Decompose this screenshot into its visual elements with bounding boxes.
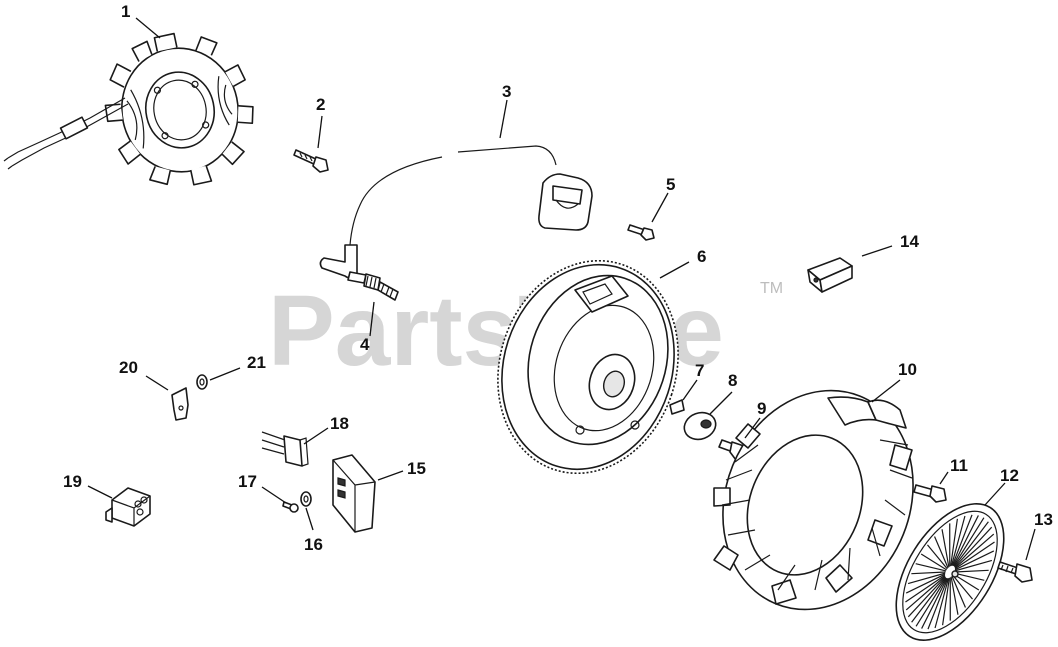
part-bolt-11[interactable]	[913, 484, 947, 503]
screen-spoke	[953, 572, 985, 581]
part-bracket[interactable]	[171, 387, 189, 421]
part-key[interactable]	[669, 399, 685, 415]
callout-4: 4	[360, 335, 370, 354]
leader-lines	[87, 17, 1036, 561]
screen-spoke	[921, 577, 948, 629]
callout-14: 14	[900, 232, 919, 251]
screen-spoke	[950, 518, 958, 567]
callout-12: 12	[1000, 466, 1019, 485]
callout-7: 7	[695, 361, 704, 380]
screen-spoke	[915, 563, 947, 572]
screen-spoke	[950, 576, 959, 615]
screen-spoke	[905, 574, 946, 603]
screen-spoke	[905, 575, 946, 611]
watermark-trademark: TM	[760, 280, 783, 297]
callout-15: 15	[407, 459, 426, 478]
screen-spoke	[911, 571, 946, 575]
callout-1: 1	[121, 2, 130, 21]
screen-spoke	[915, 577, 947, 627]
screen-spoke	[907, 572, 946, 585]
part-bolt-2[interactable]	[293, 149, 329, 173]
screen-spoke	[927, 544, 948, 570]
screen-spoke	[934, 578, 950, 629]
screen-spoke	[954, 541, 995, 570]
screen-spoke	[952, 574, 973, 600]
callout-8: 8	[728, 371, 737, 390]
screen-spoke	[954, 559, 993, 572]
part-washer-21[interactable]	[196, 374, 208, 390]
screen-spoke	[951, 575, 966, 608]
part-bolt-5[interactable]	[627, 224, 655, 241]
callout-20: 20	[119, 358, 138, 377]
screen-spoke	[905, 573, 946, 594]
part-rectifier[interactable]	[332, 454, 376, 533]
part-terminal-block[interactable]	[105, 487, 151, 527]
screen-spoke	[951, 514, 973, 566]
callout-17: 17	[238, 472, 257, 491]
part-bolt-13[interactable]	[997, 561, 1033, 583]
callout-labels: 1 2 3 4 5 6 7 8 9 10 11 12 13 14 15 16 1…	[63, 2, 1053, 554]
part-stator[interactable]	[3, 21, 266, 200]
screen-spoke	[927, 578, 949, 630]
part-fan[interactable]	[691, 362, 946, 639]
part-screen[interactable]	[874, 485, 1026, 647]
screen-spoke	[942, 577, 950, 626]
screen-spoke	[952, 515, 979, 567]
screen-spoke	[911, 577, 947, 623]
part-washer-8[interactable]	[681, 408, 720, 443]
callout-16: 16	[304, 535, 323, 554]
callout-5: 5	[666, 175, 675, 194]
callout-11: 11	[950, 456, 968, 475]
screen-spoke	[954, 533, 995, 569]
screen-spoke	[950, 515, 966, 566]
callout-3: 3	[502, 82, 511, 101]
part-ignition-module[interactable]	[319, 145, 593, 279]
part-flywheel[interactable]	[471, 237, 705, 497]
screen-spoke	[953, 521, 989, 567]
screen-spoke	[941, 529, 950, 568]
callout-10: 10	[898, 360, 917, 379]
screen-spoke	[954, 550, 995, 571]
screen-spoke	[934, 536, 949, 569]
callout-9: 9	[757, 399, 766, 418]
screen-spoke	[954, 526, 993, 568]
screen-spoke	[953, 573, 980, 591]
callout-21: 21	[247, 353, 266, 372]
part-connector-18[interactable]	[261, 431, 309, 467]
callout-2: 2	[316, 95, 325, 114]
part-screw-17[interactable]	[282, 501, 299, 513]
part-connector-14[interactable]	[807, 257, 853, 293]
callout-18: 18	[330, 414, 349, 433]
screen-spoke	[949, 523, 951, 567]
screen-spoke	[949, 577, 951, 621]
part-spark-plug[interactable]	[347, 271, 399, 301]
callout-13: 13	[1034, 510, 1053, 529]
screen-spoke	[920, 553, 947, 571]
screen-spoke	[907, 576, 946, 618]
screen-spoke	[953, 517, 985, 567]
callout-6: 6	[697, 247, 706, 266]
callout-19: 19	[63, 472, 82, 491]
part-washer-16[interactable]	[300, 491, 312, 507]
screen-spoke	[954, 569, 989, 573]
